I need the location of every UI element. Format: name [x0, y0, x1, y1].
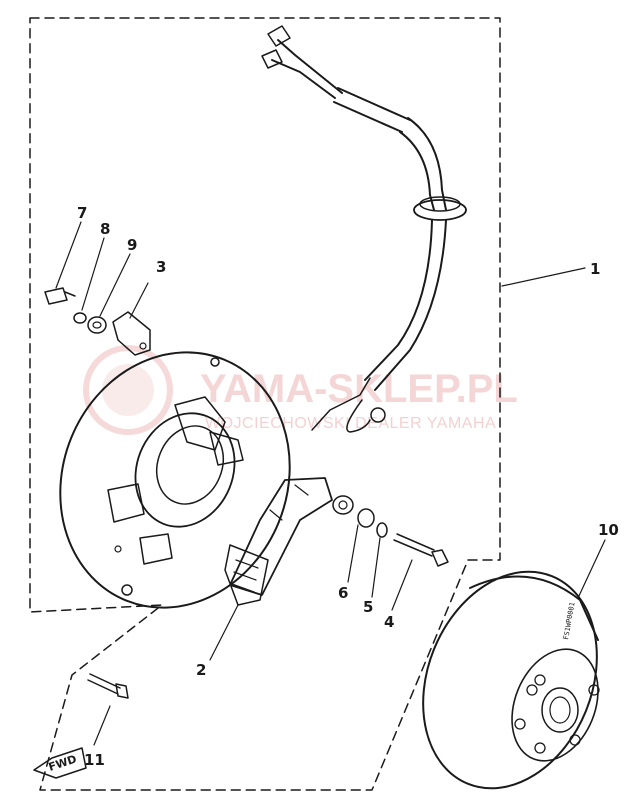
rotor-marking: FS1WP0001 [562, 602, 576, 641]
fasteners-lower [332, 495, 449, 567]
callout-4: 4 [384, 613, 394, 631]
callout-3: 3 [156, 258, 166, 276]
leader-lines [55, 221, 606, 746]
callout-numbers: 1 2 3 4 5 6 7 8 9 10 11 [77, 204, 619, 769]
flywheel-rotor: FS1WP0001 [422, 570, 600, 790]
callout-1: 1 [590, 260, 600, 278]
watermark-sub-text: WOJCIECHOWSKI DEALER YAMAHA [205, 415, 496, 432]
callout-7: 7 [77, 204, 87, 222]
fwd-indicator: FWD [33, 747, 87, 779]
callout-5: 5 [363, 598, 373, 616]
assembly-boundary [29, 17, 501, 791]
callout-11: 11 [84, 751, 105, 769]
watermark: YAMA-SKLEP.PL WOJCIECHOWSKI DEALER YAMAH… [83, 345, 518, 435]
stator-base-plate [59, 351, 291, 609]
watermark-logo-fill [102, 364, 154, 416]
fwd-label: FWD [47, 753, 78, 774]
screw-11 [87, 673, 129, 699]
callout-6: 6 [338, 584, 348, 602]
fasteners-upper [44, 287, 151, 356]
pickup-coil [224, 477, 333, 606]
callout-8: 8 [100, 220, 110, 238]
wire-harness [261, 25, 467, 433]
callout-2: 2 [196, 661, 206, 679]
callout-9: 9 [127, 236, 137, 254]
callout-10: 10 [598, 521, 619, 539]
